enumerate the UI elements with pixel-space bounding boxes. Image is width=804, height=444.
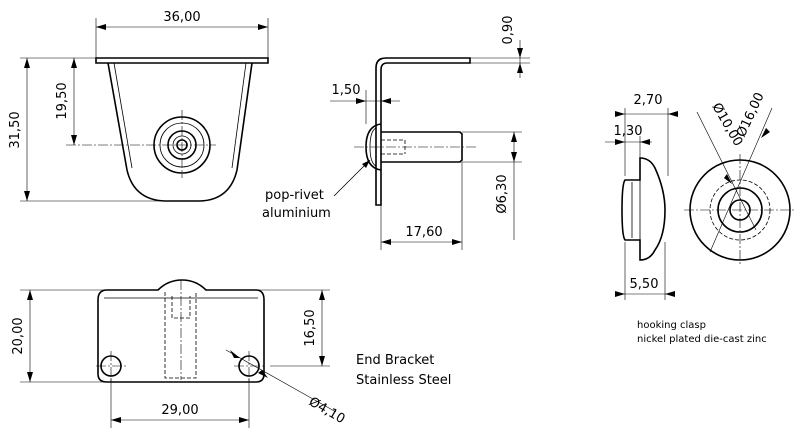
- dim-top-height: 20,00: [11, 317, 26, 354]
- dim-front-width: 36,00: [163, 10, 200, 25]
- clasp-label-line2: nickel plated die-cast zinc: [637, 334, 767, 345]
- clasp-label-line1: hooking clasp: [637, 320, 706, 331]
- dim-top-hole-spacing: 29,00: [161, 403, 198, 418]
- dim-clasp-outer-diameter: Ø16,00: [734, 90, 768, 139]
- dim-clasp-depth: 5,50: [630, 277, 659, 292]
- dim-front-height: 31,50: [8, 111, 23, 148]
- front-view: 36,00 31,50 19,50: [8, 10, 269, 202]
- dim-clasp-width: 2,70: [634, 93, 663, 108]
- dim-top-hole-diameter: Ø4,10: [306, 394, 347, 427]
- side-view: 0,90 1,50 Ø6,30 17,60 pop-rivet aluminiu…: [262, 16, 530, 250]
- bracket-label-line1: End Bracket: [356, 353, 434, 368]
- dim-side-rivet-length: 17,60: [405, 225, 442, 240]
- dim-side-sheet-thickness: 0,90: [501, 16, 516, 45]
- dim-top-height-inner: 16,50: [303, 309, 318, 346]
- clasp-side-view: 2,70 1,30 5,50 hooking clasp nickel plat…: [605, 93, 767, 345]
- bracket-label-line2: Stainless Steel: [356, 373, 451, 388]
- dim-front-hole-height: 19,50: [55, 82, 70, 119]
- dim-side-head: 1,50: [332, 83, 361, 98]
- rivet-label-line2: aluminium: [262, 206, 331, 221]
- clasp-front-view: Ø10,00 Ø16,00: [684, 90, 796, 266]
- dim-side-rivet-diameter: Ø6,30: [495, 174, 510, 213]
- dim-clasp-lip: 1,30: [614, 124, 643, 139]
- top-view: 20,00 16,50 29,00 Ø4,10 End Bracket Stai…: [11, 279, 451, 428]
- rivet-label-line1: pop-rivet: [265, 188, 324, 203]
